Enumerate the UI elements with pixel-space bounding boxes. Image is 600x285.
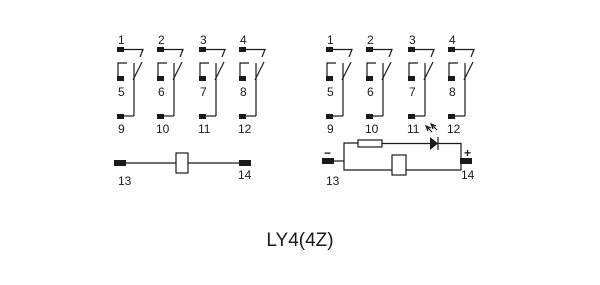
coil-wire bbox=[406, 164, 462, 171]
nc-lead bbox=[157, 62, 167, 76]
nc-pin-label: 6 bbox=[158, 85, 165, 99]
no-terminal bbox=[408, 114, 415, 119]
nc-pin-label: 5 bbox=[118, 85, 125, 99]
coil-terminal-14 bbox=[460, 158, 472, 164]
com-terminal bbox=[117, 47, 124, 52]
coil-minus-sign: − bbox=[324, 146, 331, 160]
coil-symbol bbox=[391, 154, 407, 176]
nc-pin-label: 5 bbox=[327, 85, 334, 99]
common-lead bbox=[206, 48, 226, 58]
nc-terminal bbox=[239, 76, 246, 81]
nc-terminal bbox=[408, 76, 415, 81]
nc-lead bbox=[408, 62, 418, 76]
nc-lead bbox=[448, 62, 458, 76]
nc-pin-label: 8 bbox=[449, 85, 456, 99]
coil-pin-label: 13 bbox=[326, 174, 340, 188]
nc-pin-label: 6 bbox=[367, 85, 374, 99]
parallel-branch bbox=[438, 142, 462, 158]
common-lead bbox=[246, 48, 266, 58]
nc-terminal bbox=[117, 76, 124, 81]
no-terminal bbox=[448, 114, 455, 119]
nc-pin-label: 7 bbox=[200, 85, 207, 99]
no-terminal bbox=[366, 114, 373, 119]
coil-pin-label: 14 bbox=[461, 168, 475, 182]
coil-wire bbox=[343, 161, 392, 171]
nc-lead bbox=[239, 62, 249, 76]
no-pin-label: 10 bbox=[365, 122, 379, 136]
no-pin-label: 12 bbox=[238, 122, 252, 136]
com-terminal bbox=[326, 47, 333, 52]
no-terminal bbox=[239, 114, 246, 119]
coil-pin-label: 14 bbox=[238, 168, 252, 182]
no-pin-label: 12 bbox=[447, 122, 461, 136]
nc-lead bbox=[326, 62, 336, 76]
light-arrow bbox=[424, 124, 433, 133]
com-pin-label: 2 bbox=[367, 33, 374, 47]
com-terminal bbox=[199, 47, 206, 52]
common-lead bbox=[415, 48, 435, 58]
nc-lead bbox=[117, 62, 127, 76]
resistor-symbol bbox=[357, 139, 383, 148]
com-pin-label: 3 bbox=[200, 33, 207, 47]
coil-plus-sign: + bbox=[464, 146, 471, 160]
com-pin-label: 4 bbox=[449, 33, 456, 47]
no-terminal bbox=[117, 114, 124, 119]
no-terminal bbox=[199, 114, 206, 119]
no-pin-label: 10 bbox=[156, 122, 170, 136]
com-terminal bbox=[408, 47, 415, 52]
coil-pin-label: 13 bbox=[118, 174, 132, 188]
no-pin-label: 11 bbox=[198, 122, 211, 136]
light-arrow bbox=[429, 122, 438, 131]
diagram-caption: LY4(4Z) bbox=[266, 230, 333, 251]
com-pin-label: 2 bbox=[158, 33, 165, 47]
left-relay: 1 5 9 2 6 10 3 7 11 4 8 12 13 14 bbox=[114, 33, 266, 188]
coil-terminal-14 bbox=[239, 160, 251, 166]
com-pin-label: 3 bbox=[409, 33, 416, 47]
nc-terminal bbox=[326, 76, 333, 81]
common-lead bbox=[455, 48, 475, 58]
com-terminal bbox=[448, 47, 455, 52]
nc-pin-label: 7 bbox=[409, 85, 416, 99]
led-symbol bbox=[430, 137, 438, 150]
nc-pin-label: 8 bbox=[240, 85, 247, 99]
nc-terminal bbox=[448, 76, 455, 81]
no-pin-label: 9 bbox=[118, 122, 125, 136]
com-terminal bbox=[157, 47, 164, 52]
com-terminal bbox=[366, 47, 373, 52]
coil-symbol bbox=[175, 152, 189, 174]
common-lead bbox=[124, 48, 144, 58]
coil-terminal-13 bbox=[322, 158, 334, 164]
no-pin-label: 11 bbox=[407, 122, 420, 136]
nc-lead bbox=[366, 62, 376, 76]
nc-lead bbox=[199, 62, 209, 76]
no-terminal bbox=[157, 114, 164, 119]
no-terminal bbox=[326, 114, 333, 119]
com-pin-label: 1 bbox=[327, 33, 334, 47]
nc-terminal bbox=[157, 76, 164, 81]
right-relay: 1 5 9 2 6 10 3 7 11 4 8 12 − +13 14 bbox=[322, 33, 475, 188]
common-lead bbox=[333, 48, 353, 58]
com-terminal bbox=[239, 47, 246, 52]
nc-terminal bbox=[199, 76, 206, 81]
common-lead bbox=[373, 48, 393, 58]
no-pin-label: 9 bbox=[327, 122, 334, 136]
common-lead bbox=[164, 48, 184, 58]
parallel-branch bbox=[334, 142, 358, 162]
coil-terminal-13 bbox=[114, 160, 126, 166]
nc-terminal bbox=[366, 76, 373, 81]
com-pin-label: 4 bbox=[240, 33, 247, 47]
com-pin-label: 1 bbox=[118, 33, 125, 47]
